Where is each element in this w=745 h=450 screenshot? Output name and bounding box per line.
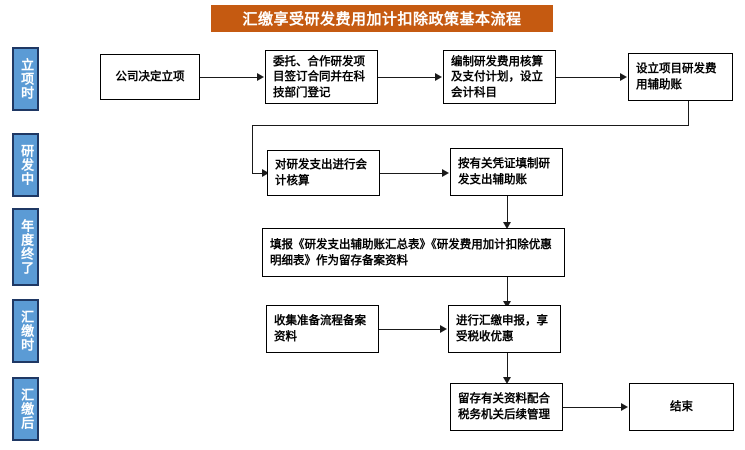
stage-badge-1: 立项时	[12, 47, 39, 111]
edge-n8-n9	[379, 329, 441, 330]
process-node-n3[interactable]: 编制研发费用核算及支付计划，设立会计科目	[443, 50, 556, 104]
process-node-n3-label: 编制研发费用核算及支付计划，设立会计科目	[451, 53, 543, 99]
edge-n7-n9-arrowhead	[503, 301, 511, 308]
process-node-n4-label: 设立项目研发费用辅助账	[636, 61, 717, 91]
process-node-n10[interactable]: 留存有关资料配合税务机关后续管理	[450, 383, 563, 431]
process-node-n8-label: 收集准备流程备案资料	[274, 313, 366, 343]
stage-label-2: 研发中	[18, 144, 34, 186]
chart-title-banner: 汇缴享受研发费用加计扣除政策基本流程	[211, 5, 553, 32]
stage-label-1: 立项时	[18, 58, 34, 100]
edge-n5-n6-arrowhead	[442, 169, 449, 177]
edge-n4-n5-arrowhead	[262, 169, 269, 177]
edge-n7-n9	[507, 277, 508, 303]
process-node-n11-label: 结束	[670, 399, 693, 414]
edge-n5-n6	[380, 173, 443, 174]
chart-title-text: 汇缴享受研发费用加计扣除政策基本流程	[242, 10, 522, 28]
edge-n6-n7	[507, 196, 508, 224]
edge-n4-n5-segment-drop	[252, 125, 253, 173]
edge-n4-n5-segment-left	[252, 125, 689, 126]
stage-badge-2: 研发中	[12, 133, 39, 197]
process-node-n2-label: 委托、合作研发项目签订合同并在科技部门登记	[273, 53, 365, 99]
process-node-n8[interactable]: 收集准备流程备案资料	[266, 305, 379, 353]
edge-n2-n3-arrowhead	[435, 73, 442, 81]
stage-label-4: 汇缴时	[18, 310, 34, 352]
edge-n1-n2-arrowhead	[257, 73, 264, 81]
edge-n3-n4	[556, 77, 621, 78]
stage-label-5: 汇缴后	[18, 388, 34, 430]
process-node-n5-label: 对研发支出进行会计核算	[275, 157, 367, 187]
process-node-n9[interactable]: 进行汇缴申报，享受税收优惠	[448, 305, 561, 353]
edge-n4-n5-segment-down	[688, 101, 689, 125]
stage-badge-3: 年度终了	[12, 208, 39, 286]
edge-n4-n5-segment-in	[252, 173, 265, 174]
process-node-n5[interactable]: 对研发支出进行会计核算	[267, 150, 380, 196]
stage-badge-4: 汇缴时	[12, 299, 39, 363]
process-node-n11[interactable]: 结束	[629, 383, 734, 431]
edge-n9-n10-arrowhead	[503, 377, 511, 384]
edge-n8-n9-arrowhead	[440, 325, 447, 333]
edge-n3-n4-arrowhead	[620, 73, 627, 81]
edge-n10-n11	[563, 407, 622, 408]
process-node-n7-label: 填报《研发支出辅助账汇总表》《研发费用加计扣除优惠明细表》作为留存备案资料	[270, 236, 552, 267]
stage-label-3: 年度终了	[18, 219, 34, 275]
stage-badge-5: 汇缴后	[12, 377, 39, 441]
edge-n10-n11-arrowhead	[621, 403, 628, 411]
process-node-n4[interactable]: 设立项目研发费用辅助账	[628, 53, 733, 101]
process-node-n1[interactable]: 公司决定立项	[100, 54, 200, 100]
process-node-n1-label: 公司决定立项	[115, 69, 185, 84]
process-node-n10-label: 留存有关资料配合税务机关后续管理	[458, 391, 550, 421]
edge-n9-n10	[507, 353, 508, 379]
edge-n1-n2	[200, 77, 258, 78]
process-node-n9-label: 进行汇缴申报，享受税收优惠	[456, 313, 548, 343]
edge-n6-n7-arrowhead	[503, 222, 511, 229]
edge-n2-n3	[378, 77, 436, 78]
process-node-n6-label: 按有关凭证填制研发支出辅助账	[458, 156, 550, 186]
process-node-n2[interactable]: 委托、合作研发项目签订合同并在科技部门登记	[265, 50, 378, 104]
process-node-n7[interactable]: 填报《研发支出辅助账汇总表》《研发费用加计扣除优惠明细表》作为留存备案资料	[262, 228, 565, 277]
process-node-n6[interactable]: 按有关凭证填制研发支出辅助账	[450, 148, 563, 196]
